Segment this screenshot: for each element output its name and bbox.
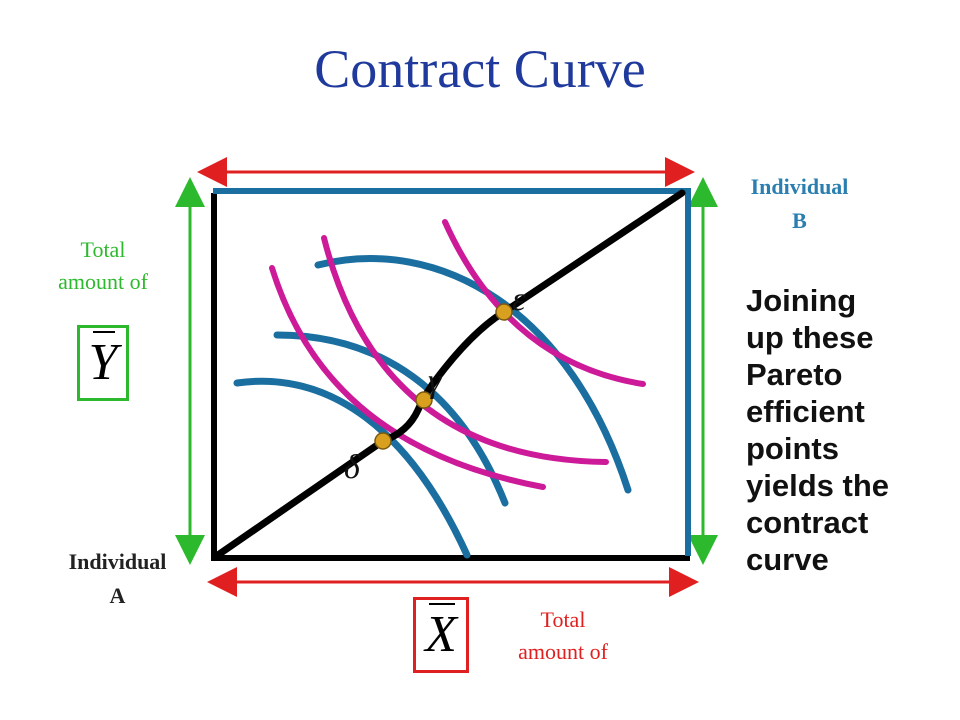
- indifference-curve-a-1: [233, 377, 471, 559]
- indifference-curve-a-3: [314, 255, 632, 494]
- indifference-curve-b-3: [442, 219, 646, 387]
- indifference-curve-a-2: [273, 331, 509, 507]
- x-symbol-box: X: [413, 597, 469, 673]
- individual-b-label: Individual B: [750, 174, 849, 233]
- total-x-label: Total amount of: [518, 607, 608, 664]
- pareto-point-delta: [374, 432, 392, 450]
- y-symbol: Y: [88, 331, 118, 391]
- label-epsilon: ε: [512, 281, 526, 318]
- pareto-point-epsilon: [495, 303, 513, 321]
- pareto-point-gamma: [415, 391, 433, 409]
- page-title: Contract Curve: [314, 39, 646, 99]
- label-gamma: γ: [428, 363, 443, 400]
- individual-a-label: Individual A: [68, 549, 167, 608]
- label-delta: δ: [344, 449, 361, 486]
- x-symbol: X: [425, 603, 457, 663]
- total-y-label: Total amount of: [58, 237, 148, 294]
- y-symbol-box: Y: [77, 325, 129, 401]
- indifference-curve-b-1: [269, 265, 546, 490]
- description-text: Joining up these Pareto efficient points…: [746, 283, 889, 577]
